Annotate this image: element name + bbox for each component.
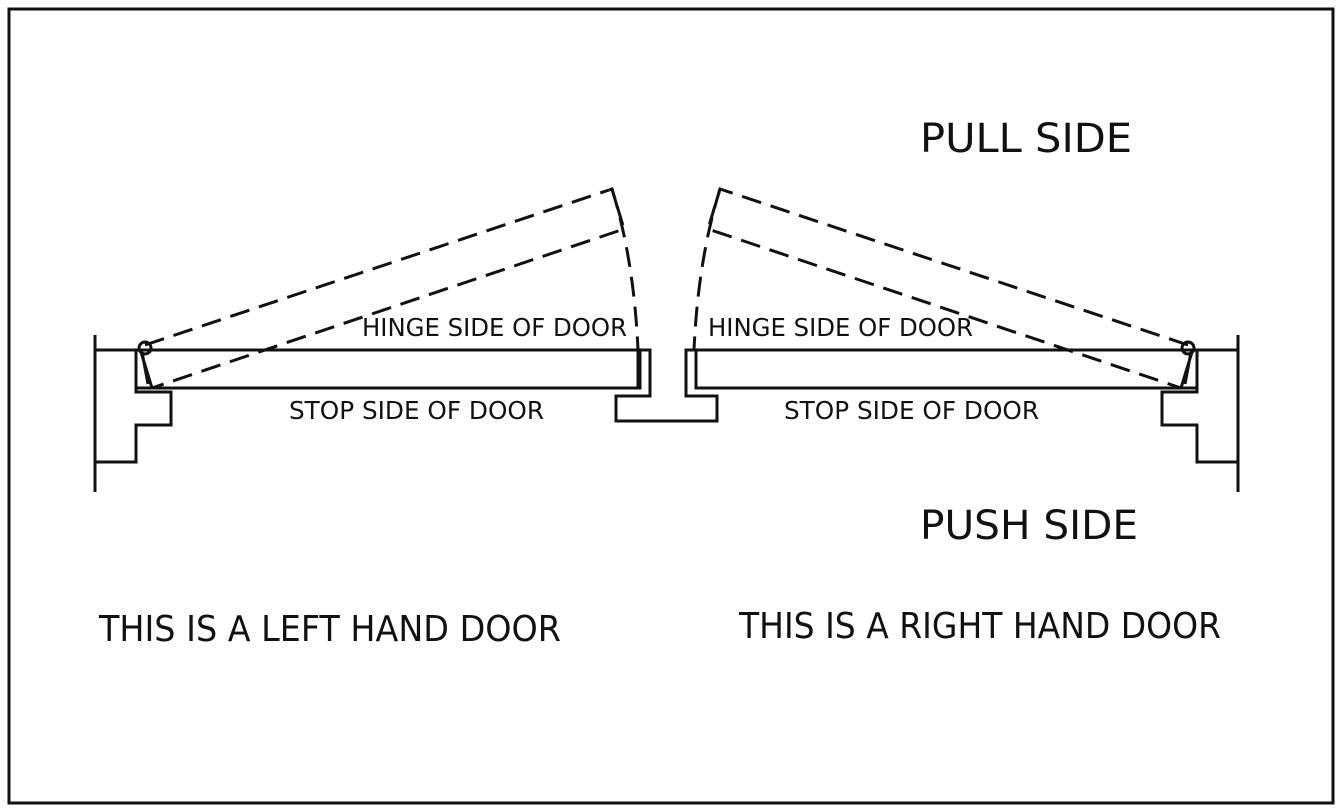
left-stop-side-label: STOP SIDE OF DOOR bbox=[289, 396, 544, 425]
left-wall-frame bbox=[93, 335, 173, 492]
right-door-leaf bbox=[694, 348, 1199, 390]
right-hand-door bbox=[692, 187, 1240, 492]
push-side-label: PUSH SIDE bbox=[920, 503, 1138, 549]
left-hinge-icon bbox=[137, 340, 153, 356]
right-door-swing-open bbox=[706, 187, 1189, 390]
left-hand-door-caption: THIS IS A LEFT HAND DOOR bbox=[98, 609, 561, 650]
right-hinge-detail bbox=[1179, 351, 1194, 389]
right-wall-frame bbox=[1160, 335, 1240, 492]
right-hand-door-caption: THIS IS A RIGHT HAND DOOR bbox=[738, 606, 1221, 647]
left-hinge-side-label: HINGE SIDE OF DOOR bbox=[362, 313, 627, 342]
right-hinge-icon bbox=[1180, 340, 1196, 356]
pull-side-label: PULL SIDE bbox=[920, 116, 1132, 162]
right-hinge-side-label: HINGE SIDE OF DOOR bbox=[708, 313, 973, 342]
right-door-swing-arc bbox=[692, 188, 722, 351]
left-door-swing-arc bbox=[610, 188, 640, 351]
center-stop bbox=[614, 348, 719, 423]
left-door-swing-open bbox=[144, 187, 626, 390]
right-stop-side-label: STOP SIDE OF DOOR bbox=[784, 396, 1039, 425]
left-door-leaf bbox=[134, 348, 640, 390]
left-hand-door bbox=[93, 187, 640, 492]
left-hinge-detail bbox=[139, 351, 154, 389]
center-mullion-profile bbox=[614, 348, 719, 423]
diagram-border bbox=[7, 7, 1335, 805]
